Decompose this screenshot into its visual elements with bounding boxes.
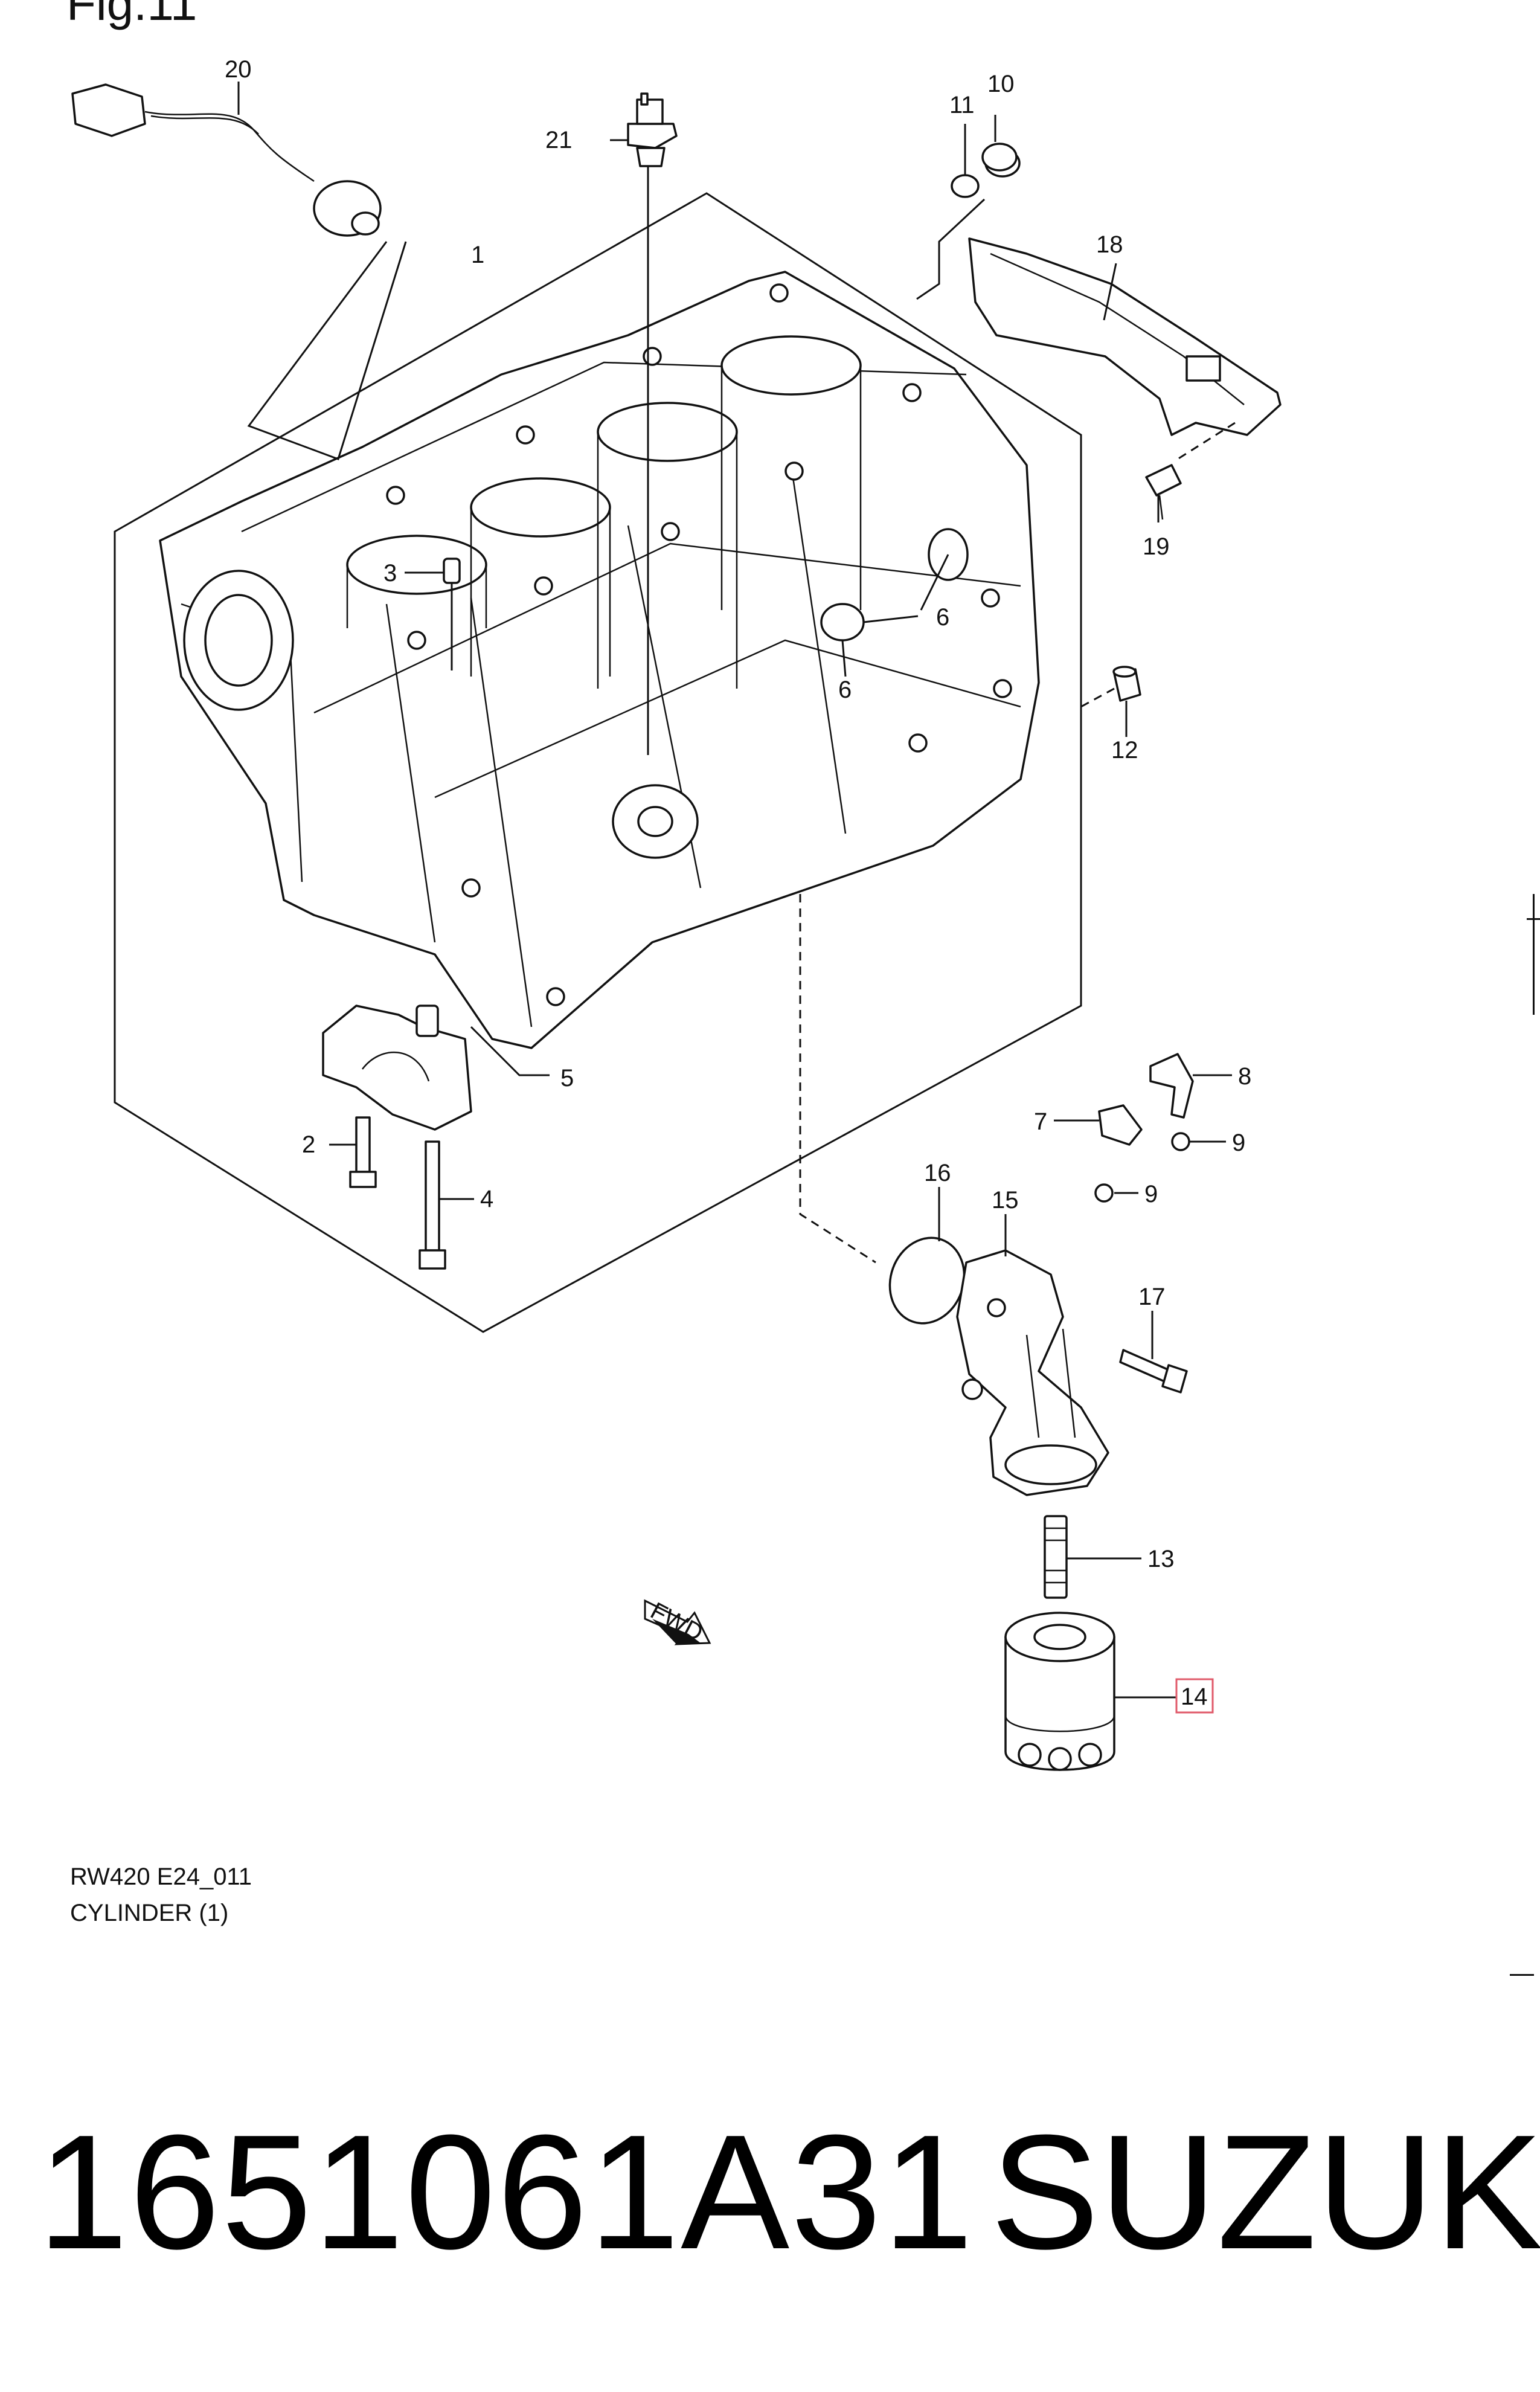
exploded-view-drawing: FWD 20 21 1 10 11 18 19 3 6 6 12 5 8 7 2… (71, 56, 1282, 1771)
bolt-9a[interactable] (1171, 1132, 1190, 1151)
brand-name: SUZUKI (990, 2101, 1540, 2283)
leader-20-to-block (247, 241, 407, 460)
block-assembly-frame (114, 192, 1082, 1333)
callout-13: 13 (1147, 1546, 1175, 1572)
parts-diagram: Fig.11 (66, 0, 1540, 1976)
callout-12: 12 (1111, 737, 1138, 764)
callout-2: 2 (302, 1131, 315, 1158)
oil-filter-stand[interactable] (956, 1249, 1109, 1496)
callout-20: 20 (225, 56, 252, 83)
bolt-2[interactable] (349, 1116, 377, 1188)
leader-10-11-to-block (916, 198, 986, 300)
callout-17: 17 (1138, 1284, 1166, 1310)
bracket-8[interactable] (1149, 1053, 1194, 1119)
callout-9b: 9 (1144, 1181, 1158, 1207)
dash-18-19 (1177, 422, 1236, 460)
callout-15: 15 (992, 1187, 1019, 1214)
edge-tick-bottom (1510, 1974, 1534, 1976)
diagram-code: RW420 E24_011 (70, 1863, 252, 1890)
leader-6b (841, 640, 847, 677)
plug[interactable] (981, 143, 1021, 178)
callout-14: 14 (1181, 1683, 1208, 1710)
stud-13[interactable] (1044, 1515, 1068, 1599)
figure-label: Fig.11 (66, 0, 197, 30)
callout-16: 16 (924, 1160, 951, 1186)
leader-18 (1103, 263, 1117, 321)
leader-6a (920, 554, 949, 611)
callout-4: 4 (480, 1186, 493, 1212)
dowel-pin-12[interactable] (1112, 666, 1141, 702)
leader-6a-b (863, 615, 919, 623)
callout-3: 3 (383, 560, 397, 587)
callout-19: 19 (1143, 533, 1170, 560)
dash-12 (1080, 687, 1115, 708)
diagram-caption: CYLINDER (1) (70, 1900, 229, 1926)
callout-21: 21 (545, 127, 573, 153)
dowel-pin-3[interactable] (443, 558, 461, 584)
part-number: 1651061A31 (37, 2101, 975, 2283)
bolt-4[interactable] (419, 1140, 446, 1270)
leader-5 (470, 1026, 550, 1076)
bearing-cap[interactable] (322, 1005, 472, 1131)
callout-5: 5 (560, 1065, 574, 1092)
callout-6b: 6 (838, 677, 852, 703)
callout-9a: 9 (1232, 1130, 1245, 1156)
knock-sensor[interactable] (71, 83, 382, 237)
callout-1: 1 (471, 242, 484, 268)
callout-6a: 6 (936, 604, 949, 631)
oil-pressure-switch[interactable] (627, 92, 678, 167)
callout-11: 11 (949, 92, 975, 118)
bracket-7[interactable] (1098, 1104, 1143, 1146)
timing-chain-guide[interactable] (968, 237, 1282, 436)
highlight-box-14 (1175, 1678, 1214, 1714)
dash-15-block (799, 894, 876, 1264)
cylinder-block[interactable] (159, 271, 1040, 1049)
bolt-17[interactable] (1119, 1349, 1188, 1394)
callout-18: 18 (1096, 231, 1123, 258)
bolt-9b[interactable] (1094, 1183, 1114, 1203)
product-banner (0, 1987, 1540, 2392)
callout-7: 7 (1034, 1108, 1047, 1135)
o-ring[interactable] (951, 174, 980, 198)
oil-filter[interactable] (1004, 1612, 1115, 1771)
fwd-arrow-icon (644, 1599, 711, 1645)
callout-8: 8 (1238, 1063, 1251, 1090)
bolt-19[interactable] (1145, 464, 1182, 520)
callout-10: 10 (987, 71, 1015, 97)
edge-divider (1533, 894, 1535, 1015)
